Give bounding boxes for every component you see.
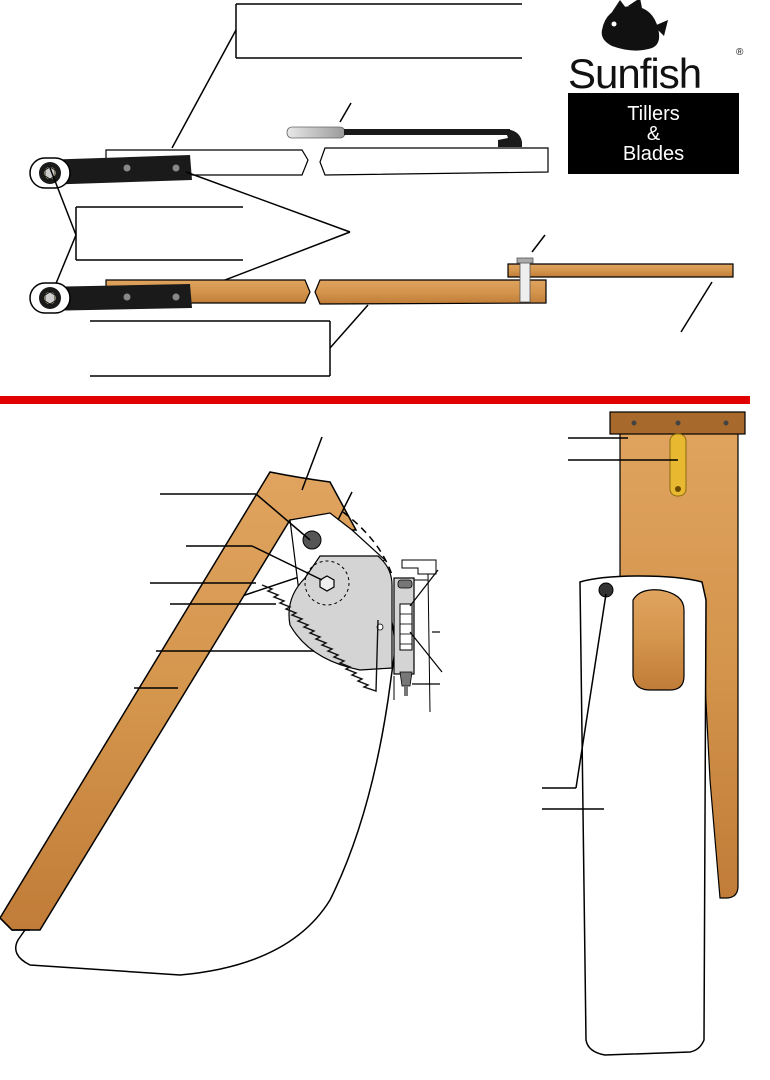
title-line-2: &	[646, 122, 661, 145]
hex-bolt-icon	[44, 291, 56, 305]
rudder-gray-plate	[288, 555, 393, 671]
label-box-lower	[90, 304, 369, 377]
title-line-3: Blades	[622, 142, 685, 165]
registered-mark: ®	[736, 47, 744, 58]
lower-tiller	[29, 279, 547, 314]
sunfish-logo-icon	[601, 0, 668, 51]
kickup-spring	[261, 584, 379, 692]
hex-bolt-icon	[319, 575, 335, 592]
brand-wordmark: Sunfish	[568, 50, 702, 97]
tiller-extension	[286, 126, 522, 147]
label-box-mid-left	[49, 167, 243, 299]
title-line-1: Tillers	[627, 102, 680, 125]
daggerboard-leaders	[542, 437, 678, 810]
label-box-top	[171, 3, 522, 149]
section-divider	[0, 396, 750, 404]
upper-tiller	[29, 147, 549, 189]
rudder-cheek-wood	[0, 471, 358, 931]
title-box: Tillers & Blades	[568, 93, 739, 174]
daggerboard-wood	[609, 411, 746, 899]
extension-leader	[339, 102, 352, 123]
rudder-leaders	[134, 436, 443, 689]
rudder-casting	[393, 559, 437, 713]
pivot-pin-icon	[302, 530, 322, 550]
tiller-wood-extension	[507, 234, 734, 333]
strap-leader-upper	[185, 171, 351, 233]
daggerboard-white	[579, 575, 707, 1056]
